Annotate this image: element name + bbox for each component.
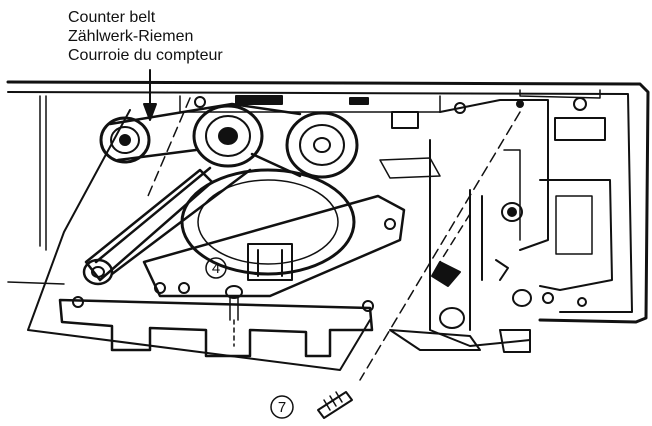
right-mechanism [389,97,613,353]
top-plate [179,95,466,179]
left-pulley [99,116,151,164]
callout-number-7: 7 [270,395,294,419]
callout-french: Courroie du compteur [68,47,223,64]
mounting-bracket [58,296,374,358]
screw-7 [317,391,353,419]
callout-english: Counter belt [68,9,156,26]
tension-roller-arm [82,168,214,286]
screw-4 [225,285,243,347]
callout-german: Zählwerk-Riemen [68,28,194,45]
callout-arrow [143,69,157,121]
right-pulley [285,111,359,179]
flywheel [180,168,356,276]
base-plate [27,97,521,381]
counter-belt-callout: Counter belt Zählwerk-Riemen Courroie du… [68,8,223,65]
screw-7-label: 7 [278,399,286,416]
chassis-frame [6,80,650,324]
callout-number-4: 4 [205,257,227,279]
bracket-plate [142,194,406,298]
screw-4-label: 4 [212,260,220,277]
counter-belt [94,102,302,276]
middle-pulley [192,104,264,168]
